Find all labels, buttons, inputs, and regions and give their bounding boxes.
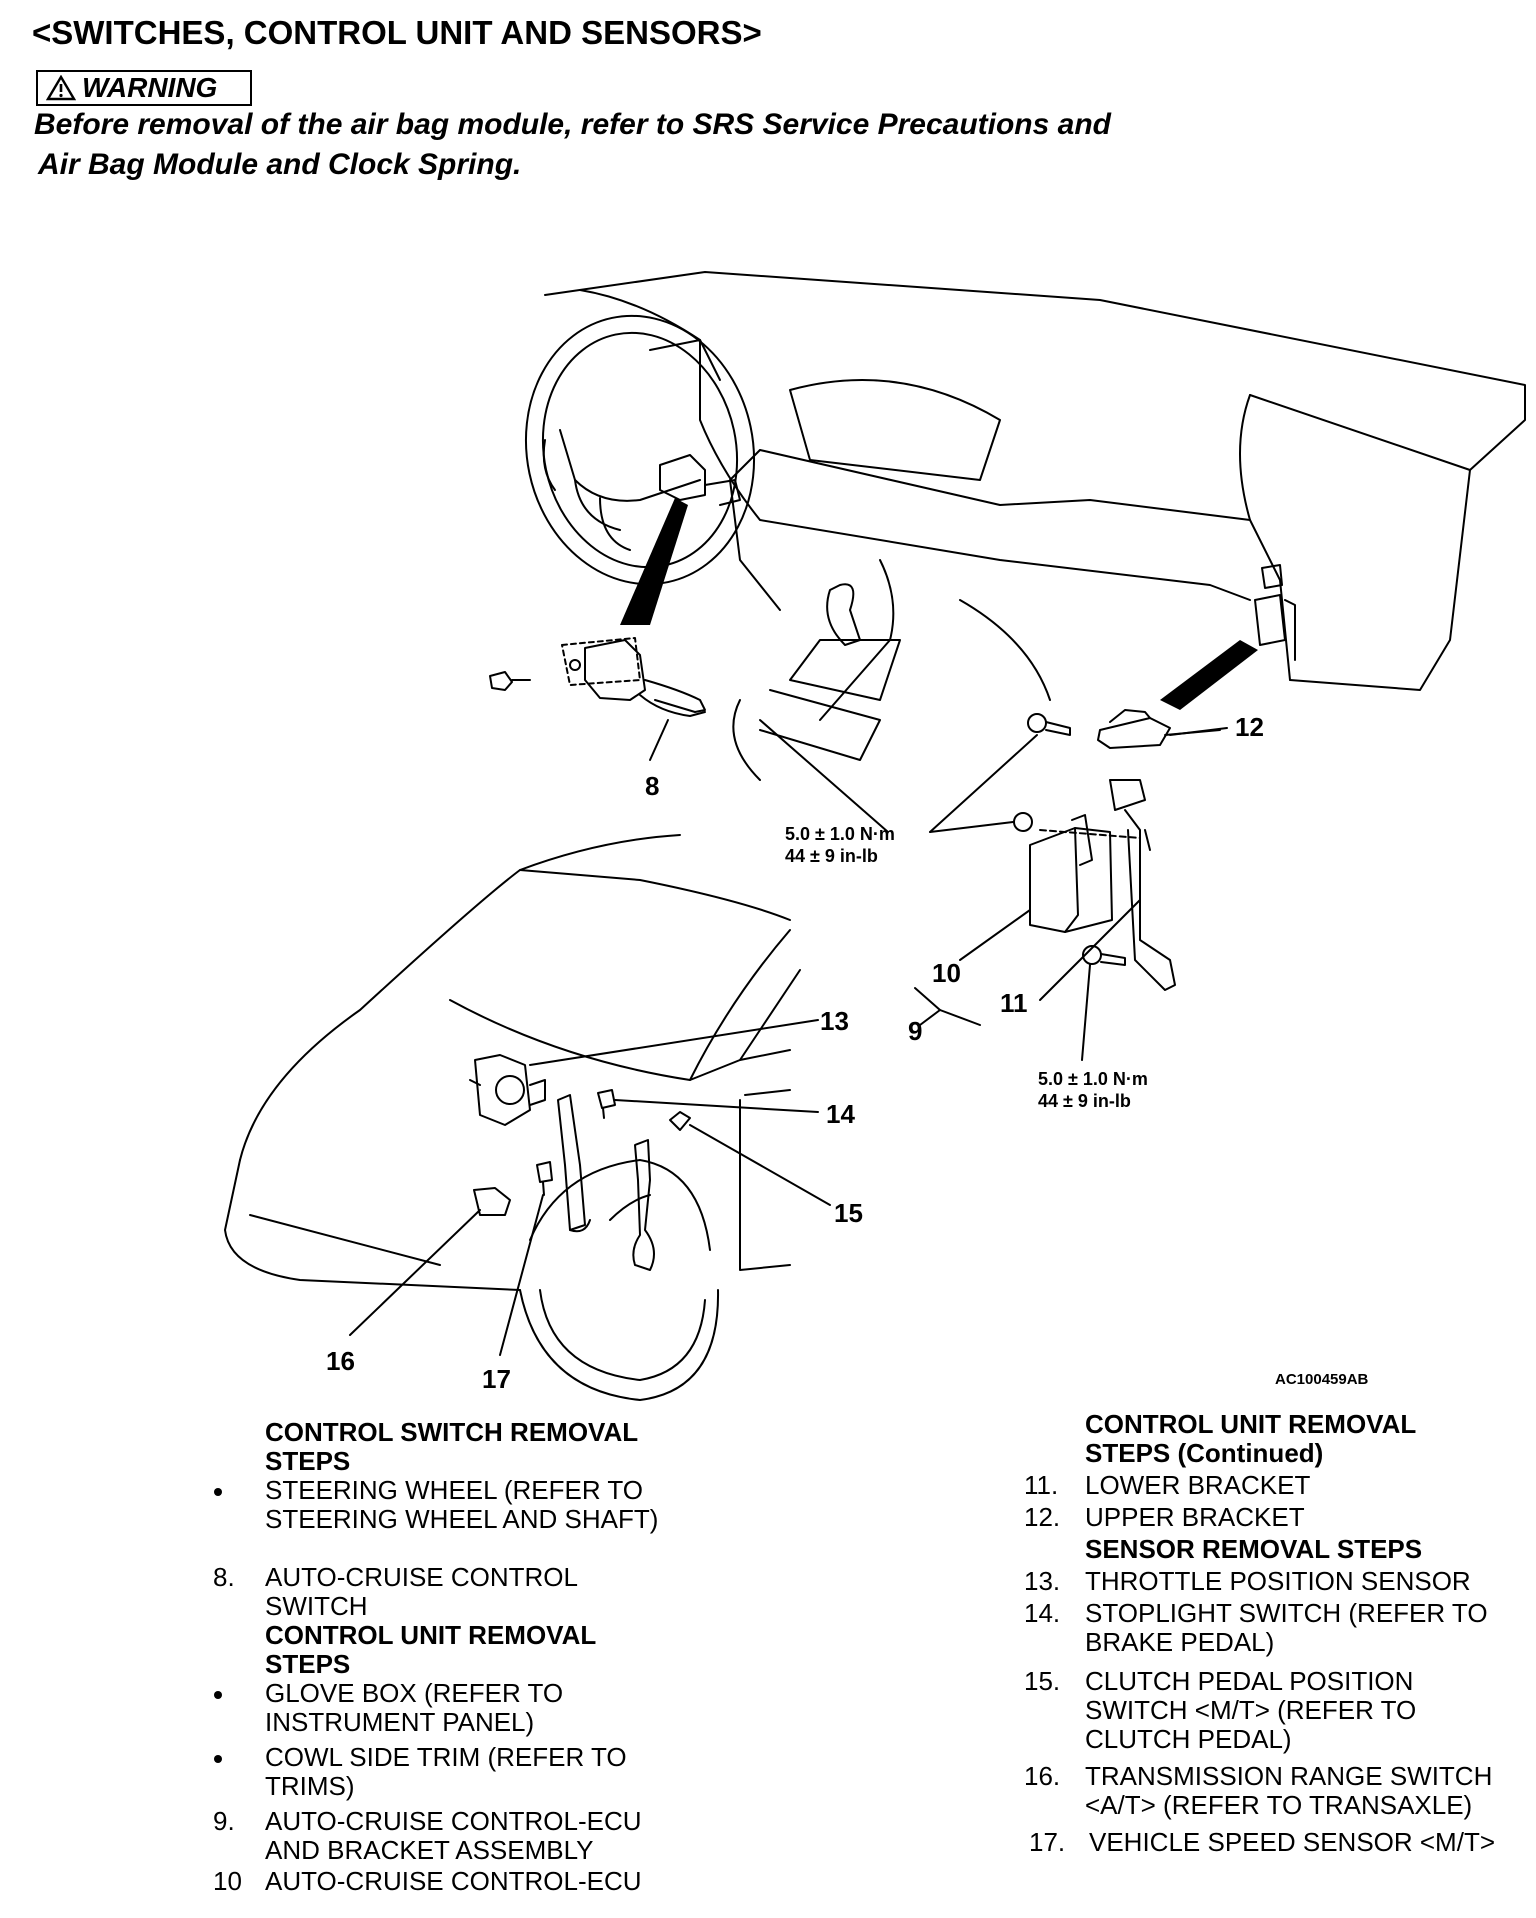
warning-box: WARNING <box>36 70 252 106</box>
torque-bottom-inlb: 44 ± 9 in-lb <box>1038 1091 1131 1111</box>
throttle-body-13 <box>469 1054 546 1126</box>
warning-triangle-icon <box>46 75 76 101</box>
right-heading-1: CONTROL UNIT REMOVAL STEPS (Continued) <box>1085 1409 1417 1468</box>
console-shifter <box>732 583 901 781</box>
bullet <box>214 1755 222 1763</box>
callout-15: 15 <box>834 1198 863 1228</box>
step-16: 16. TRANSMISSION RANGE SWITCH <A/T> (REF… <box>1024 1761 1493 1820</box>
step-9: 9. AUTO-CRUISE CONTROL-ECU AND BRACKET A… <box>213 1806 642 1865</box>
pointer-wedge-left <box>620 498 688 625</box>
cowl-ecu-mounted <box>1254 564 1296 661</box>
step-cowl-side-trim: COWL SIDE TRIM (REFER TO TRIMS) <box>214 1743 785 1801</box>
step-glove-box: GLOVE BOX (REFER TO INSTRUMENT PANEL) <box>214 1679 785 1737</box>
bolt-upper <box>1027 713 1071 736</box>
pointer-wedge-right <box>1160 640 1258 710</box>
page-title: <SWITCHES, CONTROL UNIT AND SENSORS> <box>32 14 762 51</box>
left-steps-column: CONTROL SWITCH REMOVAL STEPS STEERING WH… <box>213 1417 785 1896</box>
bullet <box>214 1488 222 1496</box>
right-steps-column: CONTROL UNIT REMOVAL STEPS (Continued) 1… <box>1024 1409 1525 1857</box>
warning-text-line2: Air Bag Module and Clock Spring. <box>38 148 522 181</box>
callout-17: 17 <box>482 1364 511 1394</box>
bolt-lower <box>1082 945 1126 966</box>
steering-wheel <box>524 314 756 586</box>
callout-14: 14 <box>826 1099 855 1129</box>
step-17: 17. VEHICLE SPEED SENSOR <M/T> <box>1029 1827 1496 1857</box>
step-12: 12. UPPER BRACKET <box>1024 1502 1305 1532</box>
front-wheel <box>529 1159 711 1251</box>
callout-10: 10 <box>932 958 961 988</box>
callout-8: 8 <box>645 771 659 801</box>
right-heading-2: SENSOR REMOVAL STEPS <box>1085 1534 1423 1564</box>
figure-code: AC100459AB <box>1275 1371 1369 1388</box>
dashboard-outline <box>544 271 1526 721</box>
torque-top-inlb: 44 ± 9 in-lb <box>785 846 878 866</box>
column-switch <box>659 454 741 506</box>
left-heading-1: CONTROL SWITCH REMOVAL STEPS <box>265 1417 639 1476</box>
upper-bracket-12 <box>1097 709 1221 749</box>
step-10: 10 AUTO-CRUISE CONTROL-ECU <box>213 1866 642 1896</box>
torque-bottom-nm: 5.0 ± 1.0 N·m <box>1038 1069 1148 1089</box>
callout-12: 12 <box>1235 712 1264 742</box>
ecu-10 <box>1013 812 1141 933</box>
step-15: 15. CLUTCH PEDAL POSITION SWITCH <M/T> (… <box>1024 1666 1417 1754</box>
callout-13: 13 <box>820 1006 849 1036</box>
pedal-arm <box>557 1094 591 1233</box>
step-11: 11. LOWER BRACKET <box>1024 1470 1311 1500</box>
bullet <box>214 1691 222 1699</box>
left-heading-2: CONTROL UNIT REMOVAL STEPS <box>265 1620 597 1679</box>
lower-bracket-11 <box>1109 779 1176 991</box>
callout-9: 9 <box>908 1016 922 1046</box>
torque-top-nm: 5.0 ± 1.0 N·m <box>785 824 895 844</box>
warning-label: WARNING <box>82 72 218 103</box>
leader-lines <box>349 719 1228 1356</box>
step-8: 8. AUTO-CRUISE CONTROL SWITCH <box>213 1562 578 1621</box>
callout-16: 16 <box>326 1346 355 1376</box>
warning-text-line1: Before removal of the air bag module, re… <box>34 108 1111 141</box>
switch-detail-8 <box>489 637 706 761</box>
step-steering-wheel: STEERING WHEEL (REFER TO STEERING WHEEL … <box>214 1476 785 1534</box>
clutch-pedal <box>609 1139 655 1271</box>
callout-11: 11 <box>1000 988 1028 1018</box>
clutch-switch-15 <box>669 1111 691 1131</box>
speed-sensor-17 <box>536 1161 553 1196</box>
stoplight-switch-14 <box>597 1089 616 1119</box>
step-13: 13. THROTTLE POSITION SENSOR <box>1024 1566 1471 1596</box>
step-14: 14. STOPLIGHT SWITCH (REFER TO BRAKE PED… <box>1024 1598 1488 1657</box>
car-body-outline <box>224 834 801 1401</box>
